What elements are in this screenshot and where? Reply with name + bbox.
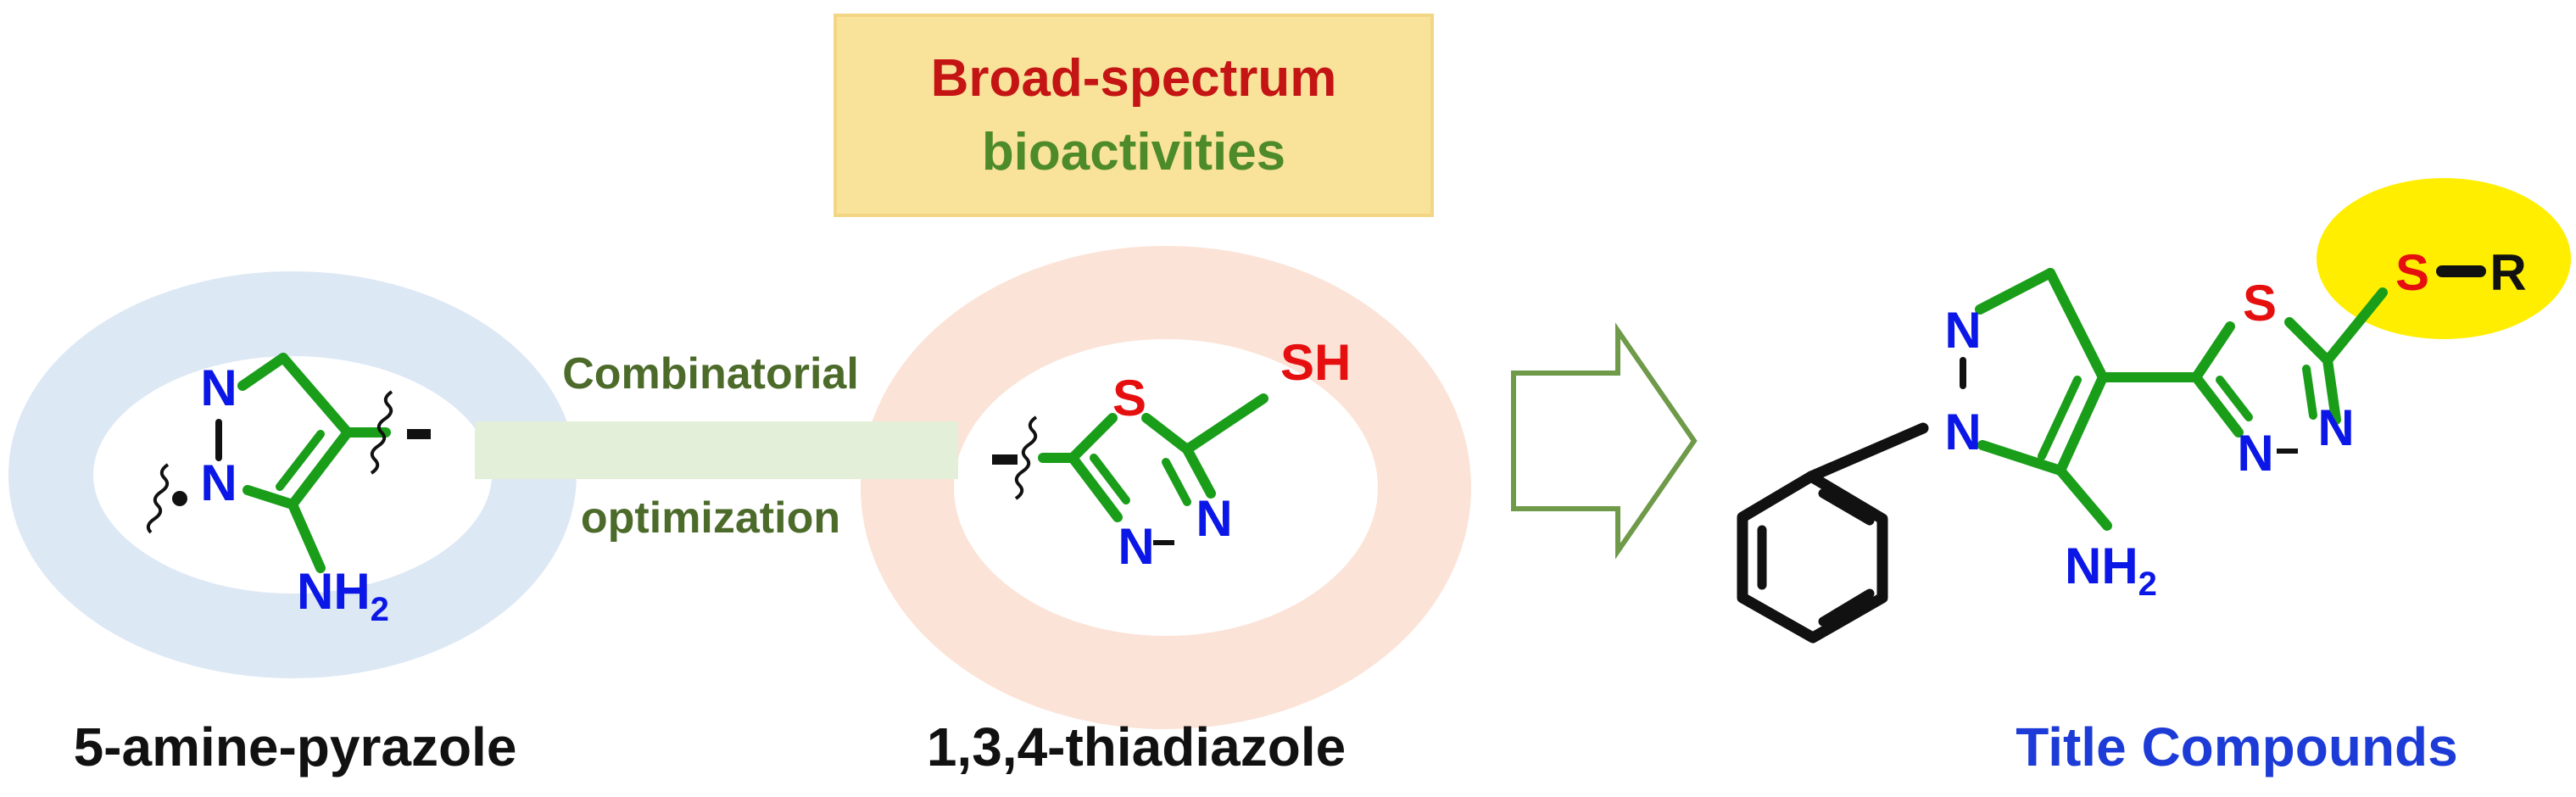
pyrazole-amine-subscript: 2 (371, 591, 389, 628)
product-r-group: R (2490, 244, 2526, 301)
product-amine-subscript: 2 (2138, 566, 2157, 603)
thiadiazole-n3-atom: N (1118, 518, 1154, 575)
bioactivity-box: Broad-spectrum bioactivities (834, 14, 1434, 217)
pyrazole-n1-attachment-wave (146, 463, 170, 534)
product-label: Title Compounds (2016, 716, 2457, 777)
thiadiazole-ring-background (861, 246, 1471, 729)
thiadiazole-label: 1,3,4-thiadiazole (927, 716, 1346, 777)
title-compound-structure: N N NH2 S N N S R (1737, 178, 2571, 644)
product-pyrazole-n2-atom: N (1944, 302, 1981, 359)
product-pyrazole-n1-atom: N (1944, 404, 1981, 460)
s-r-highlight (2317, 178, 2571, 339)
pyrazole-structure: N N NH2 (146, 353, 431, 628)
combinatorial-link-bar (475, 421, 958, 479)
thiadiazole-n4-atom: N (1196, 490, 1232, 547)
product-amine-group: NH2 (2065, 538, 2157, 603)
pyrazole-n2-atom: N (200, 359, 237, 416)
product-thiadiazole-n4-atom: N (2317, 399, 2354, 456)
product-amine-nh: NH (2065, 538, 2138, 594)
thiadiazole-structure: S SH N N (992, 334, 1351, 575)
pyrazole-n1-attachment-dot (172, 491, 187, 506)
product-thioether-s-atom: S (2395, 244, 2429, 301)
pyrazole-amine-nh: NH (297, 563, 371, 620)
product-thiadiazole-n3-atom: N (2237, 425, 2273, 482)
thiadiazole-attachment-wave (1014, 415, 1038, 500)
transformation-arrow (1511, 322, 1698, 560)
pyrazole-amine-group: NH2 (297, 563, 389, 628)
link-label-line2: optimization (581, 493, 840, 543)
product-thiadiazole-s-atom: S (2243, 275, 2277, 332)
link-label-line1: Combinatorial (562, 349, 859, 398)
thiadiazole-s-atom: S (1112, 370, 1146, 426)
pyrazole-n1-atom: N (200, 454, 237, 511)
thiadiazole-sh-group: SH (1280, 334, 1351, 391)
pyrazole-label: 5-amine-pyrazole (74, 716, 517, 777)
bioactivity-line2: bioactivities (982, 123, 1285, 181)
bioactivity-line1: Broad-spectrum (931, 49, 1337, 108)
pyrazole-c4-attachment-wave (370, 390, 393, 475)
